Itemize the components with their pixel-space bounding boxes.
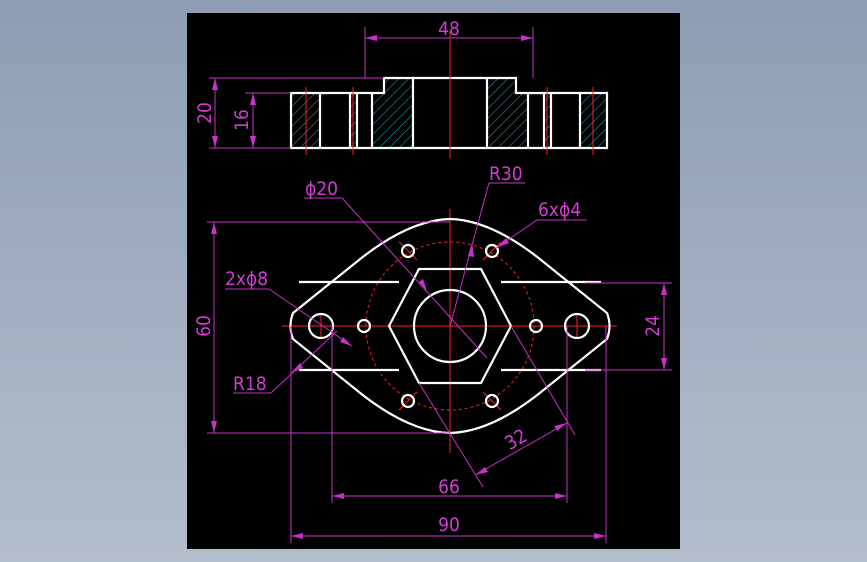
section-centerlines	[305, 31, 594, 158]
hatch-left-hub	[372, 78, 413, 148]
dim-overall-width: 90	[290, 326, 607, 543]
large-hole-right	[563, 312, 591, 340]
dim-top-width: 48	[364, 18, 534, 78]
dim-hole-spacing-label: 66	[438, 476, 460, 498]
dim-overall-height-label: 20	[194, 102, 216, 124]
dim-lobe-height-label: 24	[642, 315, 664, 337]
callout-small-holes: 6xϕ4	[495, 199, 587, 249]
dim-plate-height: 16	[231, 92, 291, 148]
plate-outline	[289, 217, 611, 435]
callout-lobe-radius: R18	[233, 330, 338, 395]
callout-hex-radius-label: R30	[489, 163, 523, 185]
dim-hex-across-label: 32	[501, 425, 531, 455]
dim-overall-width-label: 90	[438, 514, 460, 536]
section-outline	[289, 76, 609, 150]
section-view: 48 20 16	[194, 18, 609, 158]
dim-plan-height: 60	[193, 221, 450, 434]
callout-bore-label: ϕ20	[305, 178, 338, 200]
dim-plate-height-label: 16	[231, 109, 253, 131]
dim-top-width-label: 48	[438, 18, 460, 40]
small-holes	[356, 243, 544, 409]
dim-plan-height-label: 60	[193, 315, 215, 337]
callout-hex-radius: R30	[449, 163, 525, 327]
cad-drawing-canvas[interactable]: 48 20 16	[187, 13, 680, 549]
callout-large-holes: 2xϕ8	[225, 268, 353, 347]
plan-centerlines	[282, 209, 617, 453]
dim-overall-height: 20	[194, 77, 384, 149]
callout-bore: ϕ20	[304, 178, 488, 359]
callout-lobe-radius-label: R18	[233, 373, 267, 395]
large-hole-left	[307, 312, 335, 340]
callout-small-holes-label: 6xϕ4	[538, 199, 581, 221]
plan-view: ϕ20 R30 6xϕ4 2xϕ8 R18	[193, 163, 672, 543]
section-hole-edges	[318, 78, 582, 148]
dim-hole-spacing: 66	[331, 326, 568, 503]
cad-drawing: 48 20 16	[193, 18, 672, 543]
callout-large-holes-label: 2xϕ8	[225, 268, 268, 290]
lobe-edges	[299, 280, 601, 372]
dim-lobe-height: 24	[585, 282, 672, 371]
central-bore	[412, 288, 488, 364]
hatch-right-hub	[487, 78, 528, 148]
